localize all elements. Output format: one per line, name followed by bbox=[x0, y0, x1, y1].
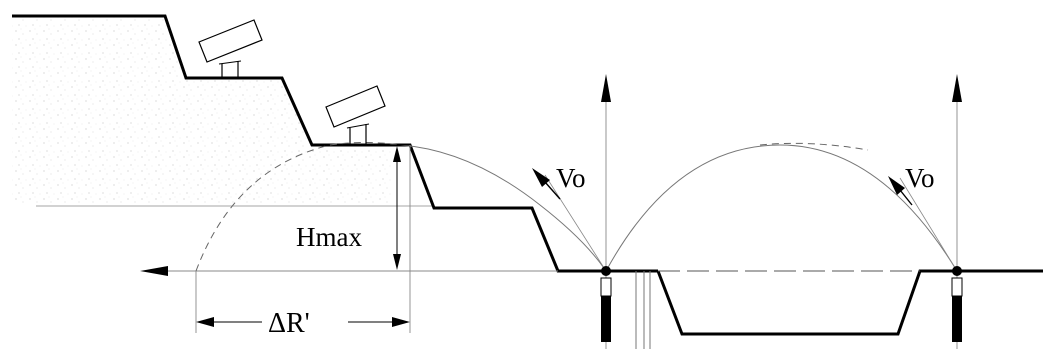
vertical-arrow-left-head bbox=[601, 74, 611, 102]
v0-arrow-right-head bbox=[888, 176, 905, 195]
range-axis-arrow bbox=[140, 266, 168, 276]
trench-profile bbox=[656, 269, 1043, 336]
v0-label-right: Vo bbox=[905, 163, 935, 193]
impact-point-right bbox=[952, 266, 962, 276]
v0-arrow-left-head bbox=[532, 168, 550, 187]
machine-upper bbox=[198, 19, 263, 78]
trajectory-solid-right bbox=[605, 144, 958, 272]
delta-r-label: ΔR' bbox=[268, 308, 310, 339]
hmax-arrow-top bbox=[393, 146, 401, 162]
barrier-post-right-light bbox=[951, 277, 963, 297]
v0-arrow-left-shaft bbox=[544, 181, 561, 200]
vertical-arrow-right-head bbox=[952, 74, 962, 102]
impact-point-left bbox=[601, 266, 611, 276]
guide-line-left bbox=[544, 174, 607, 272]
barrier-post-right-dark bbox=[952, 296, 962, 342]
barrier-post-left-light bbox=[600, 277, 612, 297]
delta-r-arrow-left bbox=[196, 317, 214, 327]
barrier-post-left-dark bbox=[601, 296, 611, 342]
v0-arrow-right-shaft bbox=[899, 189, 913, 206]
soil-mass bbox=[12, 16, 392, 206]
hmax-label: Hmax bbox=[296, 222, 362, 252]
guide-line-right bbox=[899, 177, 958, 272]
trajectory-dashed-left bbox=[195, 142, 401, 272]
trajectory-dashed-right bbox=[759, 142, 869, 151]
hmax-arrow-bottom bbox=[393, 254, 401, 270]
machine-lower bbox=[325, 85, 386, 145]
v0-label-left: Vo bbox=[556, 163, 586, 193]
delta-r-arrow-right bbox=[392, 317, 410, 327]
trajectory-solid-left bbox=[399, 144, 607, 272]
slope-profile bbox=[12, 14, 658, 273]
